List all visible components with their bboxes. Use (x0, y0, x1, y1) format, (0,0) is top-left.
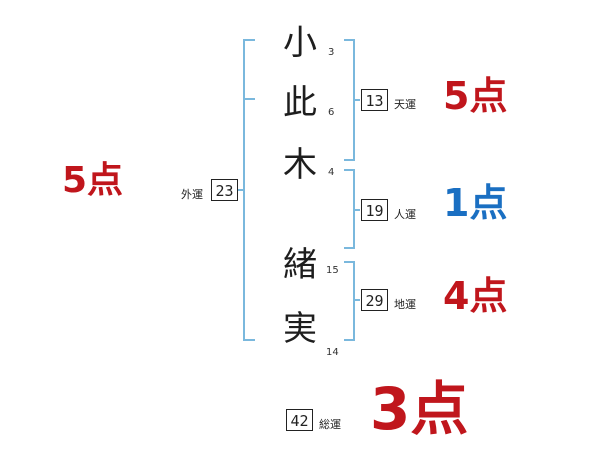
name-char-1: 小 (283, 23, 317, 63)
stroke-count-4: 15 (326, 265, 339, 276)
stroke-count-1: 3 (328, 47, 335, 58)
gaiun-value: 23 (211, 179, 238, 201)
tenun-value: 13 (361, 89, 388, 111)
tenun-bracket (344, 39, 355, 161)
stroke-count-5: 14 (326, 347, 339, 358)
chiun-value: 29 (361, 289, 388, 311)
jinun-value: 19 (361, 199, 388, 221)
souun-label: 総運 (319, 418, 341, 431)
jinun-score: 1点 (443, 181, 508, 225)
gaiun-score: 5点 (62, 160, 124, 201)
souun-score: 3点 (370, 375, 469, 443)
souun-value: 42 (286, 409, 313, 431)
gaiun-bracket (243, 39, 255, 341)
stroke-count-2: 6 (328, 107, 335, 118)
tenun-label: 天運 (394, 98, 416, 111)
name-char-4: 緒 (283, 245, 317, 285)
name-char-3: 木 (283, 145, 317, 185)
gaiun-label: 外運 (181, 188, 203, 201)
tenun-score: 5点 (443, 74, 508, 118)
chiun-bracket (344, 261, 355, 341)
stroke-count-3: 4 (328, 167, 335, 178)
chiun-label: 地運 (394, 298, 416, 311)
name-char-5: 実 (283, 309, 317, 349)
chiun-score: 4点 (443, 274, 508, 318)
jinun-bracket (344, 169, 355, 249)
name-char-2: 此 (283, 83, 317, 123)
jinun-label: 人運 (394, 208, 416, 221)
